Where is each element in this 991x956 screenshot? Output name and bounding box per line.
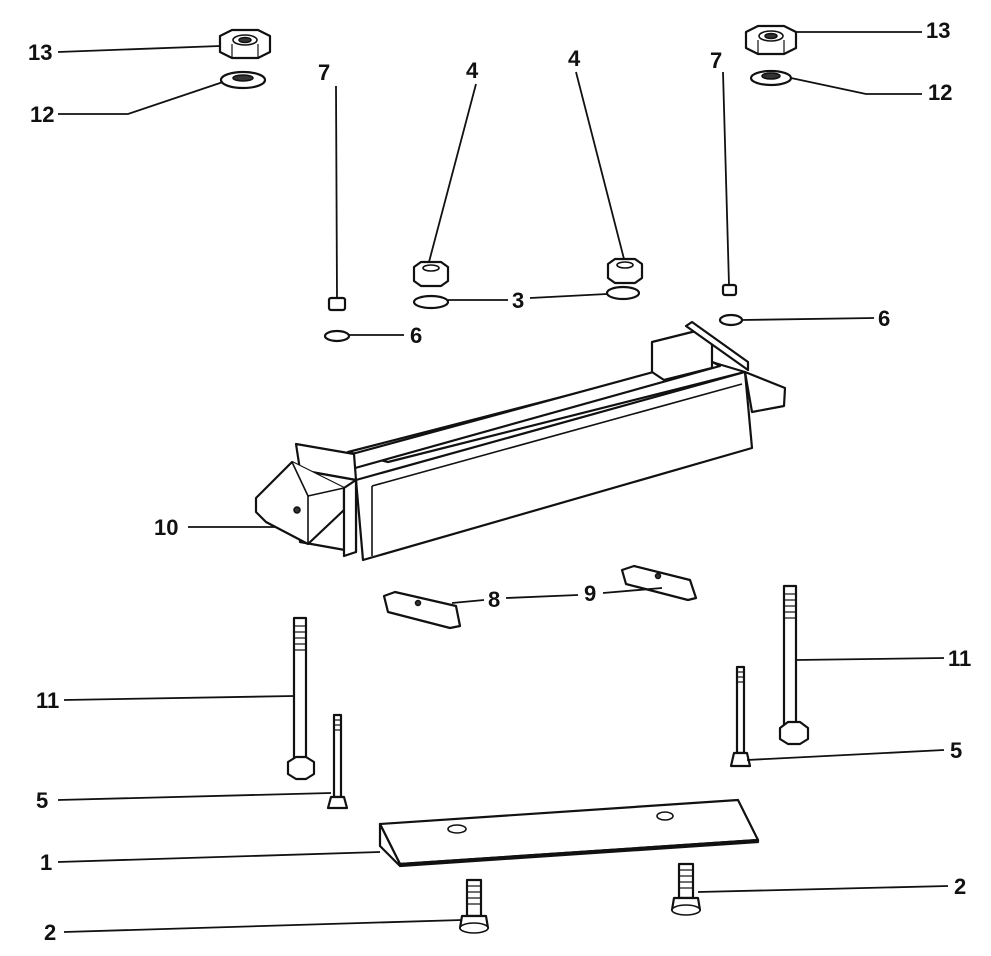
callout-11-right: 11 <box>948 646 971 671</box>
part-2-bolt-left <box>458 878 490 934</box>
leader-4-left <box>428 83 477 263</box>
part-7-nut-left <box>327 296 347 312</box>
callout-10: 10 <box>154 515 178 540</box>
callout-6-left: 6 <box>410 323 422 348</box>
leader-lines <box>57 31 949 933</box>
part-8-wedge <box>382 590 462 630</box>
part-3-washer-right <box>605 285 641 301</box>
callout-13-left: 13 <box>28 40 52 65</box>
leader-5-left <box>57 792 332 801</box>
part-6-washer-left <box>323 329 351 343</box>
part-13-nut-right <box>744 24 798 56</box>
part-13-nut-left <box>218 28 272 60</box>
callout-6-right: 6 <box>878 306 890 331</box>
part-12-washer-left <box>219 70 267 90</box>
callout-4-right: 4 <box>568 46 581 71</box>
part-11-bolt-right <box>778 584 810 746</box>
leader-5-right <box>746 749 945 761</box>
callout-2-left: 2 <box>44 920 56 945</box>
part-6-washer-right <box>718 313 744 327</box>
callout-7-right: 7 <box>710 48 722 73</box>
part-1-base-bar <box>378 798 760 868</box>
part-5-screw-right <box>729 665 752 768</box>
part-7-nut-right <box>721 283 738 297</box>
part-12-washer-right <box>749 69 793 87</box>
leader-8 <box>451 599 485 604</box>
leader-12-right <box>790 77 922 95</box>
leader-9 <box>602 587 663 594</box>
leader-3-right <box>529 293 608 299</box>
part-2-bolt-right <box>670 862 702 916</box>
leader-1 <box>57 851 381 863</box>
leader-4-right <box>575 71 625 260</box>
part-9-wedge <box>620 564 698 602</box>
callout-12-right: 12 <box>928 80 952 105</box>
leader-7-right <box>722 71 730 286</box>
callout-numbers: 13 12 13 12 7 7 4 4 3 6 6 10 8 9 11 11 5… <box>28 18 971 945</box>
leader-7-left <box>335 85 338 299</box>
callout-11-left: 11 <box>36 688 59 713</box>
callout-2-right: 2 <box>954 874 966 899</box>
callout-7-left: 7 <box>318 60 330 85</box>
part-10-frame <box>254 320 787 562</box>
part-11-bolt-left <box>286 616 316 781</box>
leader-12-left <box>58 81 224 115</box>
callout-8: 8 <box>488 587 500 612</box>
callout-5-left: 5 <box>36 788 48 813</box>
leader-8-9-mid <box>505 594 579 599</box>
callout-5-right: 5 <box>950 738 962 763</box>
leader-6-right <box>741 317 875 321</box>
part-4-nut-right <box>606 257 644 285</box>
callout-9: 9 <box>584 581 596 606</box>
part-3-washer-left <box>412 294 450 310</box>
leader-13-left <box>57 45 221 53</box>
part-5-screw-left <box>326 713 349 810</box>
leader-11-left <box>63 695 295 701</box>
callout-13-right: 13 <box>926 18 950 43</box>
callout-3: 3 <box>512 288 524 313</box>
callout-4-left: 4 <box>466 58 479 83</box>
leader-2-left <box>63 919 463 933</box>
callout-12-left: 12 <box>30 102 54 127</box>
part-4-nut-left <box>412 260 450 288</box>
leader-11-right <box>795 657 945 661</box>
leader-2-right <box>697 885 949 893</box>
callout-1: 1 <box>40 850 52 875</box>
